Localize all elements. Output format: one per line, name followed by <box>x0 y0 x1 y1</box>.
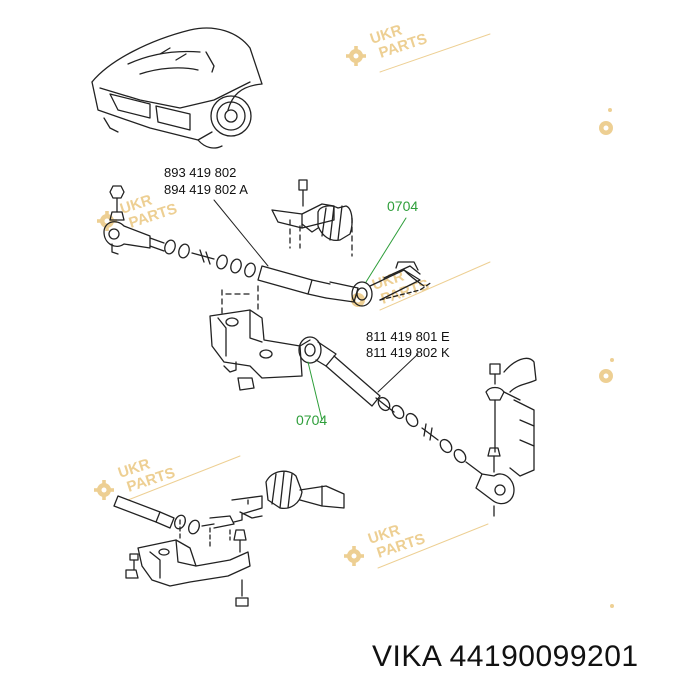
part-number: 44190099201 <box>449 640 639 673</box>
lower-mounting-bracket <box>125 519 251 607</box>
callout-label-top: 0704 <box>387 198 419 214</box>
part-number-label-b2: 811 419 802 K <box>366 345 450 360</box>
car-front-illustration <box>91 27 263 149</box>
upper-bracket-and-bolt <box>271 179 353 257</box>
callout-label-bottom: 0704 <box>296 412 328 428</box>
center-mounting-bracket <box>209 285 311 391</box>
brand-name: VIKA <box>372 640 441 673</box>
product-caption: VIKA 44190099201 <box>372 640 639 674</box>
upper-tie-rod-assembly <box>149 237 359 303</box>
leader-lines <box>213 199 419 421</box>
part-number-label-a1: 893 419 802 <box>164 165 237 180</box>
part-number-label-b1: 811 419 801 E <box>366 329 450 344</box>
right-tie-rod-end <box>475 447 515 517</box>
lower-linkage-assembly <box>113 470 345 541</box>
watermark-logo-lower-right: UKR PARTS <box>344 522 489 569</box>
left-tie-rod-end <box>103 185 151 255</box>
center-bushing-top <box>351 261 433 307</box>
part-number-label-a2: 894 419 802 A <box>164 182 248 197</box>
watermark-logo-top: UKR PARTS <box>346 22 491 73</box>
watermark-logo-lower-left: UKR PARTS <box>94 455 241 501</box>
lower-tie-rod-assembly <box>298 336 483 475</box>
right-steering-knuckle <box>485 357 537 477</box>
watermark-gear-right <box>599 108 614 608</box>
